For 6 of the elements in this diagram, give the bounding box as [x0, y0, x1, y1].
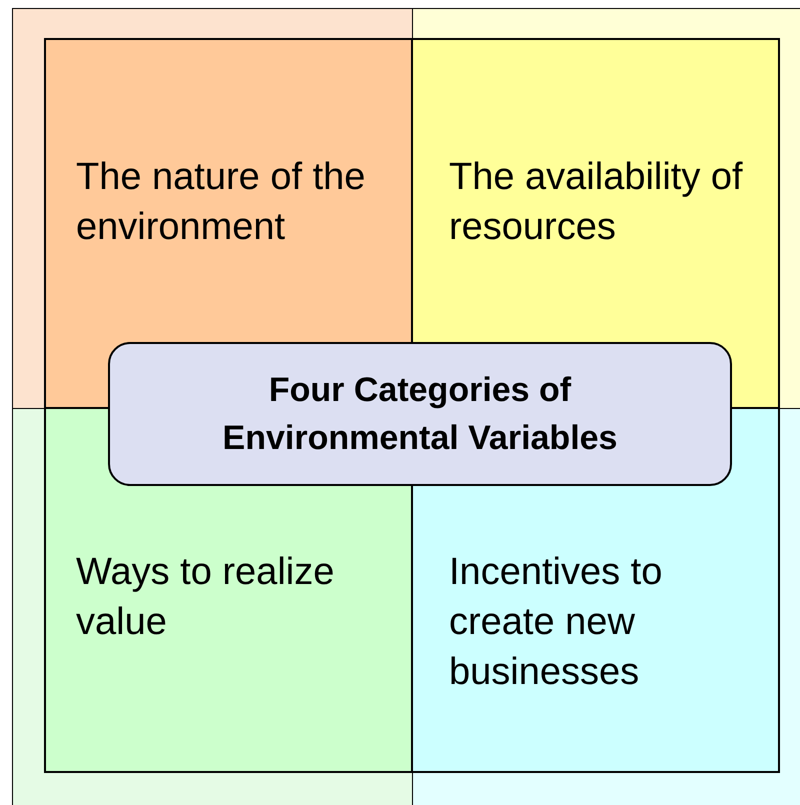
category-text: Incentives to create new businesses [449, 550, 664, 695]
title-text: Four Categories of Environmental Variables [222, 370, 618, 459]
title-box [108, 342, 732, 486]
category-text: The availability of resources [449, 155, 744, 250]
category-text: The nature of the environment [76, 155, 366, 250]
category-text: Ways to realize value [76, 550, 336, 645]
